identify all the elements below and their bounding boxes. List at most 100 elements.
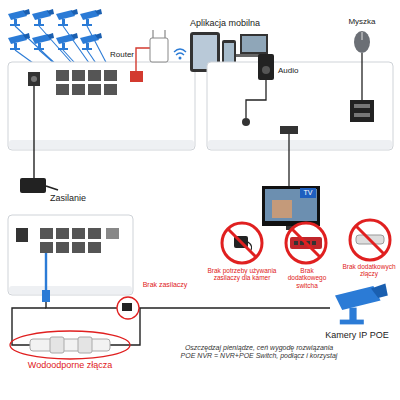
audio-label: Audio xyxy=(278,66,312,75)
router-link-part xyxy=(179,57,182,60)
audio-speaker-part xyxy=(258,54,274,80)
mouse-label: Myszka xyxy=(340,17,384,26)
camera-group xyxy=(8,9,102,50)
nvr-back-part xyxy=(354,104,370,108)
mouse-part xyxy=(362,32,363,40)
nvr-bottom-part xyxy=(16,228,28,242)
warning-label: Brak potrzeby używania zasilaczy dla kam… xyxy=(205,267,279,282)
router-link-part xyxy=(153,30,165,38)
nvr-bottom-part xyxy=(56,242,69,253)
nvr-front-part xyxy=(9,140,194,149)
nvr-front xyxy=(8,62,195,150)
tv xyxy=(262,134,320,230)
mouse-part xyxy=(361,53,362,100)
tv-part xyxy=(272,200,292,218)
nvr-front-part xyxy=(88,84,101,95)
mobile-devices-part xyxy=(240,34,268,54)
power-adapter-part xyxy=(46,186,58,190)
audio-speaker xyxy=(246,54,274,118)
ip-camera-part xyxy=(335,284,388,325)
router-link-part xyxy=(136,48,150,71)
nvr-bottom-part xyxy=(56,228,69,239)
no-adapter-marker-part xyxy=(122,303,132,311)
nvr-back-part xyxy=(350,100,374,122)
nvr-back-part xyxy=(207,62,393,150)
prohibition-connector xyxy=(350,220,390,260)
nvr-bottom-part xyxy=(88,228,101,239)
nvr-bottom-part xyxy=(88,242,101,253)
ip-camera xyxy=(335,284,388,325)
nvr-bottom-part xyxy=(72,242,85,253)
power-adapter xyxy=(20,86,58,193)
nvr-front-part xyxy=(28,72,40,86)
poe-cable-part xyxy=(42,290,50,302)
warning-label: Brak zasilaczy xyxy=(140,281,190,289)
nvr-front-part xyxy=(88,70,101,81)
audio-speaker-part xyxy=(262,66,270,74)
warning-label: Brak dodatkowych złączy xyxy=(340,263,398,278)
warning-label: Brak dodatkowego switcha xyxy=(282,267,332,289)
router-link-part xyxy=(174,49,186,52)
nvr-front-part xyxy=(8,62,195,150)
app-label: Aplikacja mobilna xyxy=(190,18,274,28)
camera-group-part xyxy=(80,9,102,26)
prohibition-adapter-part xyxy=(222,223,262,263)
power-adapter-part xyxy=(33,86,34,180)
camera-group-part xyxy=(32,33,54,50)
no-adapter-marker xyxy=(117,297,139,319)
camera-label: Kamery IP POE xyxy=(316,330,398,340)
nvr-front-part xyxy=(56,70,69,81)
waterproof-connector-part xyxy=(50,337,64,353)
connector-label: Wodoodporne złącza xyxy=(22,360,118,370)
waterproof-connector xyxy=(10,331,130,359)
nvr-front-part xyxy=(56,84,69,95)
mobile-devices-part xyxy=(224,43,234,63)
camera-group-part xyxy=(56,9,78,26)
waterproof-connector-part xyxy=(10,331,130,359)
mouse xyxy=(354,31,370,100)
waterproof-connector-part xyxy=(78,337,92,353)
prohibition-adapter-part xyxy=(228,229,256,257)
slogan-note: Oszczędzaj pieniądze, ceń wygodę rozwiąz… xyxy=(178,344,340,360)
tv-part xyxy=(265,189,317,221)
nvr-bottom-part xyxy=(9,286,132,294)
power-label: Zasilanie xyxy=(50,193,110,203)
waterproof-connector-part xyxy=(30,339,110,351)
prohibition-connector-part xyxy=(356,226,384,254)
router-label: Router xyxy=(100,50,134,59)
nvr-bottom-part xyxy=(8,215,133,295)
nvr-front-part xyxy=(31,76,37,82)
mobile-devices-part xyxy=(242,36,266,52)
prohibition-adapter xyxy=(222,223,262,263)
router-link-part xyxy=(176,53,184,55)
poe-cable-part xyxy=(46,302,330,308)
prohibition-connector-part xyxy=(350,220,390,260)
nvr-bottom-part xyxy=(40,242,53,253)
nvr-back xyxy=(207,62,393,150)
camera-group-part xyxy=(32,9,54,26)
tv-part xyxy=(288,134,289,186)
nvr-bottom-part xyxy=(72,228,85,239)
camera-group-part xyxy=(8,33,30,50)
router-link xyxy=(136,30,186,71)
camera-group-part xyxy=(56,33,78,50)
prohibition-switch-part xyxy=(286,223,326,263)
camera-group-part xyxy=(80,33,102,50)
nvr-bottom-part xyxy=(40,228,53,239)
nvr-bottom xyxy=(8,215,133,295)
nvr-back-part xyxy=(208,140,392,149)
nvr-front-part xyxy=(130,71,143,82)
camera-group-part xyxy=(8,9,30,26)
prohibition-switch-part xyxy=(312,241,316,245)
prohibition-switch-part xyxy=(294,241,298,245)
nvr-front-part xyxy=(72,84,85,95)
router-link-part xyxy=(150,38,168,62)
audio-speaker-part xyxy=(246,80,266,118)
nvr-front-part xyxy=(104,70,117,81)
nvr-bottom-part xyxy=(106,228,119,239)
nvr-front-part xyxy=(72,70,85,81)
no-adapter-marker-part xyxy=(117,297,139,319)
poe-cable-part xyxy=(45,253,47,296)
tv-label: TV xyxy=(300,188,316,198)
